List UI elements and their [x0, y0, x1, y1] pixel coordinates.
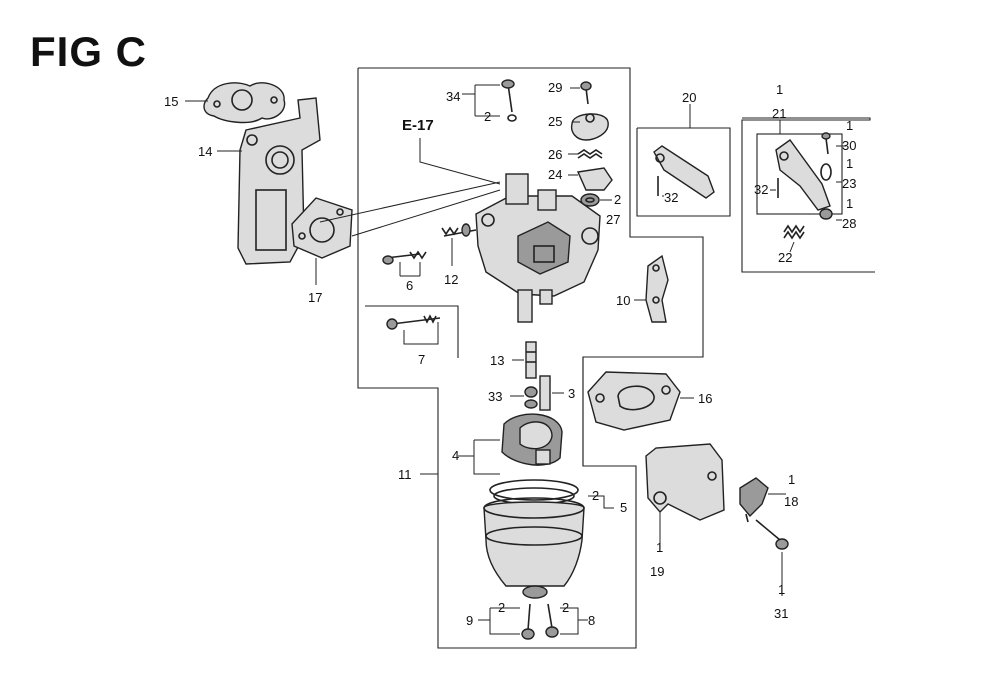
callout-4: 4 [452, 448, 459, 463]
callout-18: 18 [784, 494, 798, 509]
callout-12: 12 [444, 272, 458, 287]
part-13-jet [525, 341, 537, 379]
part-33-nozzle [524, 386, 538, 409]
part-23-washer [820, 163, 832, 181]
part-4-float [501, 413, 563, 466]
callout-25: 25 [548, 114, 562, 129]
callout-15: 15 [164, 94, 178, 109]
part-3-needle [539, 375, 551, 411]
callout-1-screw: 1 [778, 582, 785, 597]
callout-1-28: 1 [846, 196, 853, 211]
part-10-bracket [645, 254, 669, 323]
callout-2-oring: 2 [614, 192, 621, 207]
callout-14: 14 [198, 144, 212, 159]
callout-27: 27 [606, 212, 620, 227]
callout-1-30: 1 [846, 118, 853, 133]
callout-16: 16 [698, 391, 712, 406]
callout-numbers: 15 14 17 34 2 29 25 26 24 2 27 6 12 7 13… [164, 80, 856, 628]
callout-1-23: 1 [846, 156, 853, 171]
callout-33: 33 [488, 389, 502, 404]
part-8-bolt [545, 603, 559, 638]
carburetor-body [475, 173, 601, 323]
part-6-screw [382, 250, 427, 265]
callout-23: 23 [842, 176, 856, 191]
part-16-insulator [587, 371, 681, 431]
part-26-spring [577, 149, 603, 159]
part-9-drain-screw [521, 603, 535, 640]
throttle-lever-subframe [756, 133, 843, 215]
callout-20: 20 [682, 90, 696, 105]
part-17-gasket [291, 197, 353, 259]
part-28-nut [819, 208, 833, 220]
part-30-screw [821, 132, 831, 155]
callout-3: 3 [568, 386, 575, 401]
part-7-screw-set [386, 314, 441, 330]
callout-26: 26 [548, 147, 562, 162]
callout-28: 28 [842, 216, 856, 231]
callout-22: 22 [778, 250, 792, 265]
part-15-gasket [203, 82, 286, 124]
callout-2-screw: 2 [484, 109, 491, 124]
callout-2-drain: 2 [498, 600, 505, 615]
leader-lines [185, 84, 846, 635]
callout-31: 31 [774, 606, 788, 621]
figure-title: FIG C [30, 28, 147, 75]
callout-19: 19 [650, 564, 664, 579]
part-5-float-bowl [483, 497, 585, 599]
callout-34: 34 [446, 89, 460, 104]
part-21-throttle-lever [775, 139, 831, 211]
part-25-cover [570, 113, 609, 141]
part-12-screw [441, 223, 477, 237]
callout-2-gasket: 2 [592, 488, 599, 503]
callout-6: 6 [406, 278, 413, 293]
callout-32-choke: 32 [664, 190, 678, 205]
callout-9: 9 [466, 613, 473, 628]
part-19-plate [645, 443, 725, 521]
reference-label-e17: E-17 [402, 117, 434, 134]
callout-29: 29 [548, 80, 562, 95]
throttle-lever-frame [741, 117, 875, 273]
callout-13: 13 [490, 353, 504, 368]
callout-1-plate: 1 [656, 540, 663, 555]
part-20-choke-lever [653, 145, 715, 199]
screw-set-frame [365, 305, 459, 358]
part-22-spring [783, 224, 805, 240]
callout-17: 17 [308, 290, 322, 305]
callout-5: 5 [620, 500, 627, 515]
part-27-oring [580, 193, 600, 207]
callout-24: 24 [548, 167, 562, 182]
choke-lever-frame [636, 127, 731, 217]
callout-10: 10 [616, 293, 630, 308]
callout-1-clamp: 1 [788, 472, 795, 487]
callout-7: 7 [418, 352, 425, 367]
callout-2-bolt: 2 [562, 600, 569, 615]
callout-30: 30 [842, 138, 856, 153]
callout-32-throttle: 32 [754, 182, 768, 197]
callout-11: 11 [398, 467, 412, 482]
callout-8: 8 [588, 613, 595, 628]
part-31-screw [755, 519, 789, 550]
part-18-clamp [739, 477, 769, 523]
part-34-screw [501, 79, 517, 122]
callout-1-lever: 1 [776, 82, 783, 97]
callout-21: 21 [772, 106, 786, 121]
part-24-piston [576, 167, 613, 191]
part-29-screw [580, 81, 592, 105]
